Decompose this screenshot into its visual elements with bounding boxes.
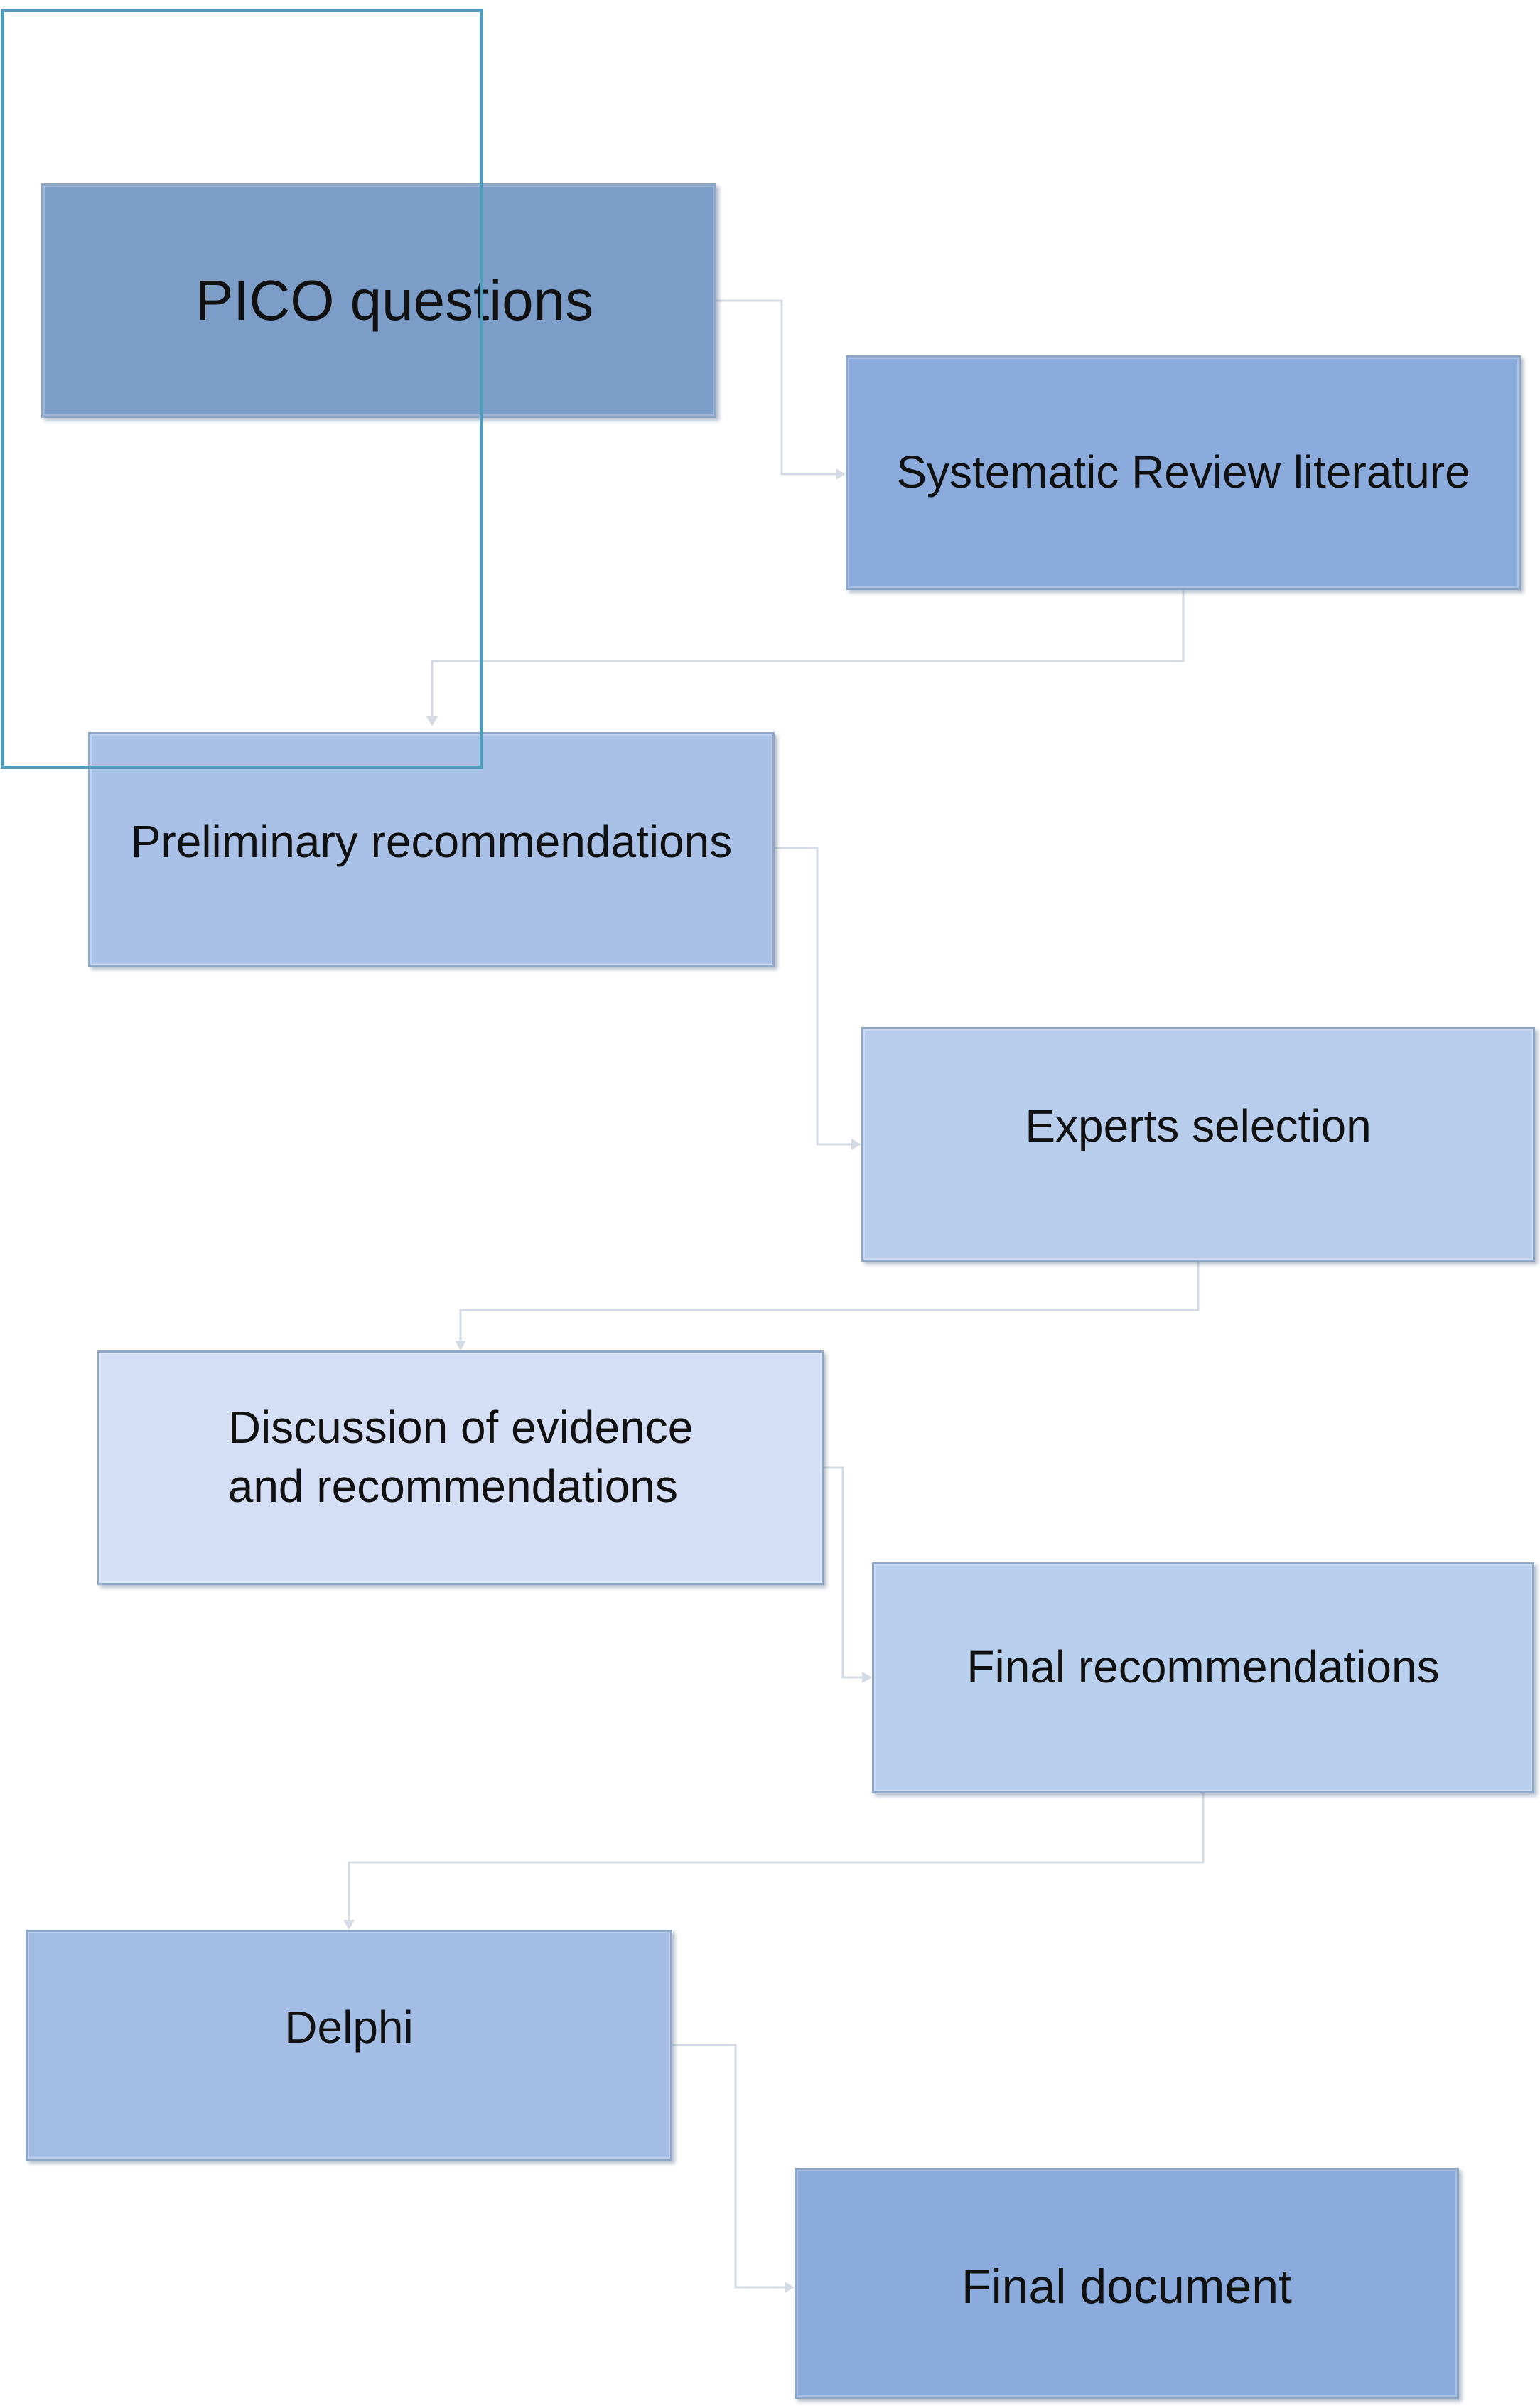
step-pico-questions: PICO questions [41, 183, 716, 418]
connector-review-to-prelim [426, 590, 1185, 726]
connector-experts-to-discussion [455, 1262, 1200, 1350]
step-final-document: Final document [795, 2168, 1459, 2399]
connector-pico-to-review [716, 299, 846, 480]
step-final-recommendations: Final recommendations [872, 1562, 1534, 1793]
step-systematic-review-literature: Systematic Review literature [846, 355, 1521, 590]
step-preliminary-recommendations: Preliminary recommendations [88, 732, 775, 967]
connector-discussion-to-final-rec [824, 1466, 872, 1683]
step-label: Final document [962, 2260, 1292, 2314]
step-label: Final recommendations [966, 1640, 1440, 1692]
step-label: Systematic Review literature [896, 446, 1470, 498]
step-label: Preliminary recommendations [130, 816, 733, 867]
connector-final-rec-to-delphi [343, 1793, 1205, 1930]
step-label: Delphi [284, 2001, 414, 2053]
connector-prelim-to-experts [775, 847, 861, 1150]
step-label: PICO questions [195, 269, 594, 332]
step-discussion-of-evidence: Discussion of evidence and recommendatio… [97, 1350, 824, 1585]
step-label: Experts selection [1025, 1100, 1372, 1152]
step-label: Discussion of evidence and recommendatio… [227, 1401, 694, 1512]
step-delphi: Delphi [26, 1930, 672, 2161]
connector-delphi-to-final-doc [672, 2044, 795, 2293]
step-experts-selection: Experts selection [861, 1027, 1535, 1262]
